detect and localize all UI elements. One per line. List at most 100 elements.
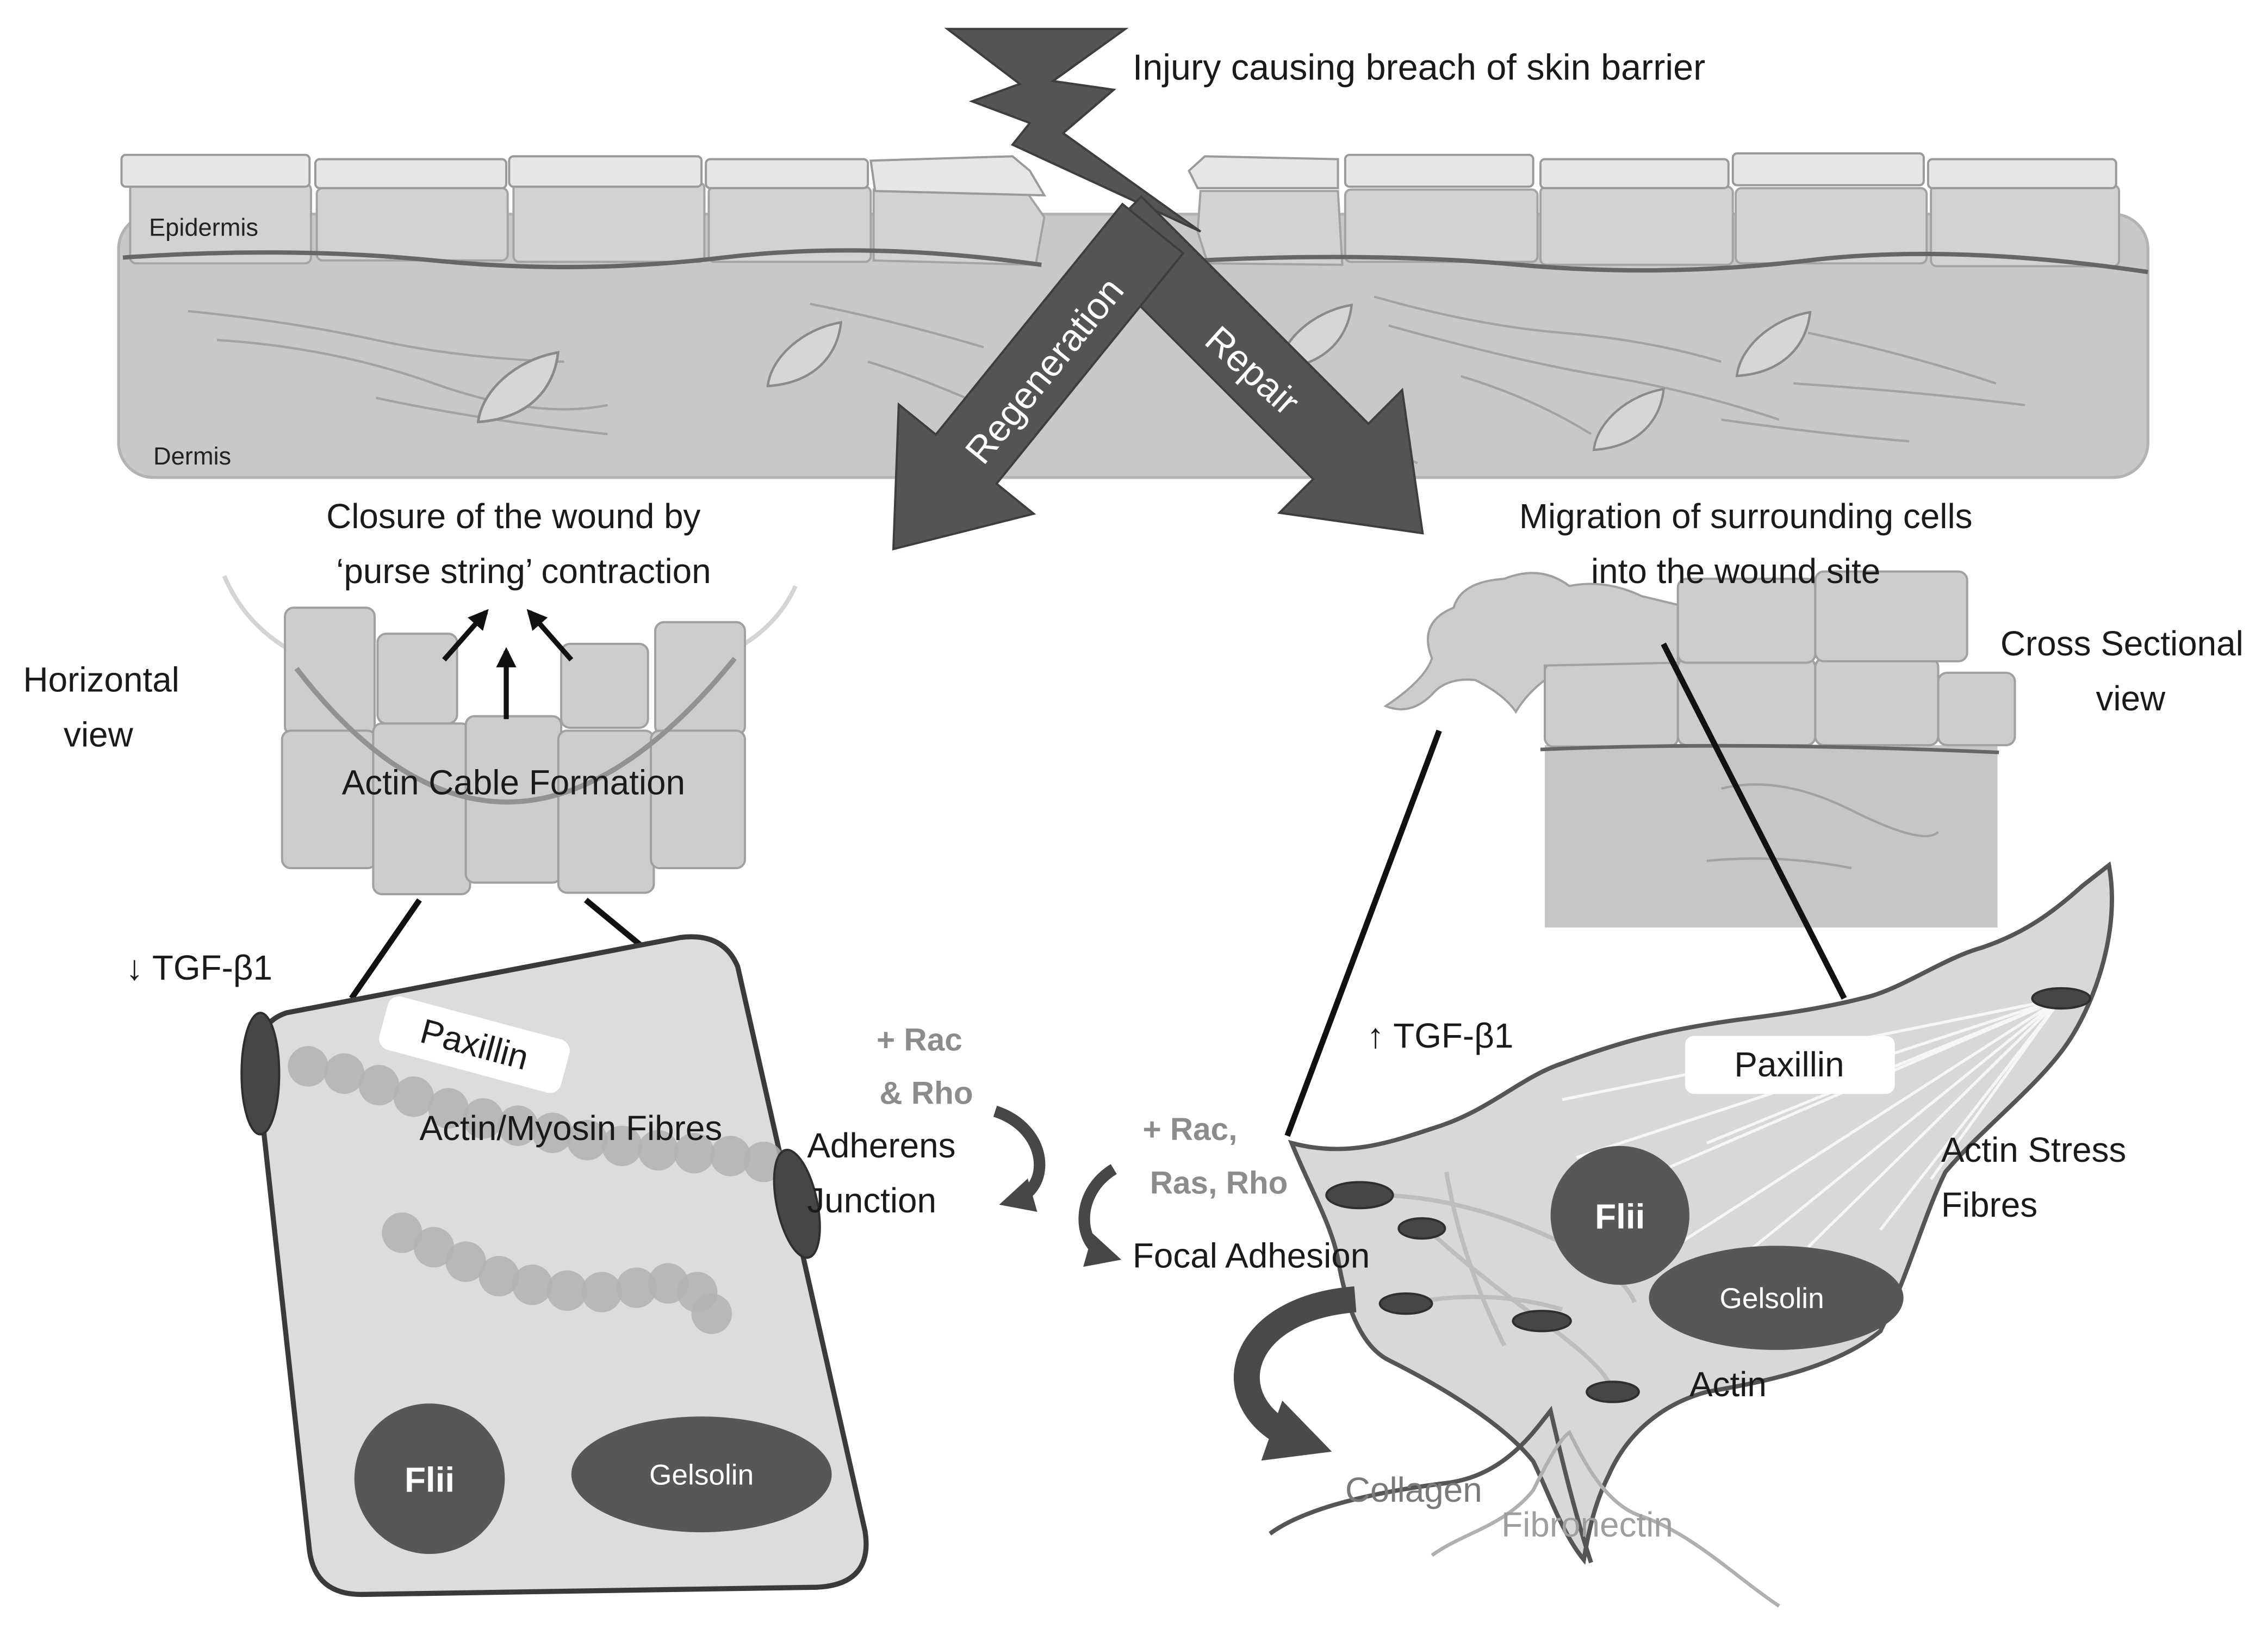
stress-fibre — [1735, 997, 2062, 1263]
adherens-junction — [240, 1012, 281, 1136]
focal-adhesion — [1512, 1310, 1572, 1333]
epidermis-cell — [1927, 158, 2117, 189]
actin-myosin-bead — [638, 1130, 679, 1171]
gelsolin-protein-right — [1649, 1246, 1904, 1350]
keratinocyte — [1814, 657, 1940, 746]
fibroblast-cell — [1735, 311, 1812, 377]
stress-fibre — [1879, 997, 2062, 1231]
repair-heading-line2: into the wound site — [1591, 552, 1880, 591]
focal-adhesion — [1586, 1380, 1640, 1403]
fibroblast-cell — [476, 351, 560, 424]
actin-myosin-bead — [498, 1105, 538, 1146]
dermal-fibre — [216, 339, 608, 411]
epidermis-cell — [1344, 188, 1539, 263]
focal-adhesion — [1378, 1292, 1433, 1315]
dermal-fibre — [1461, 375, 1592, 435]
stress-fibre — [1677, 997, 2062, 1246]
fibronectin-label: Fibronectin — [1501, 1505, 1673, 1544]
gelsolin-label-left: Gelsolin — [649, 1459, 754, 1491]
adherens-junction-label-line1: Adherens — [807, 1126, 955, 1165]
signal-curved-arrow — [993, 1105, 1046, 1212]
wound-edge-cell — [869, 155, 1047, 197]
dermal-fibre — [1807, 331, 1997, 385]
regeneration-heading-line2: ‘purse string’ contraction — [336, 552, 711, 591]
paxillin-badge — [1685, 1036, 1895, 1094]
actin-myosin-bead — [428, 1088, 469, 1129]
epidermis-cell — [512, 181, 706, 263]
dermal-fibre — [188, 309, 564, 363]
cross-section-cells — [1383, 570, 2016, 748]
migrating-cell-detail — [1288, 861, 2114, 1565]
epidermis-cell — [1344, 153, 1534, 188]
keratinocyte — [372, 722, 471, 895]
keratinocyte — [376, 633, 458, 725]
actin-stress-fibres-label-line1: Actin Stress — [1941, 1130, 2127, 1169]
actin-myosin-bead — [463, 1098, 504, 1139]
actin-myosin-bead — [445, 1241, 486, 1282]
basement-membrane — [122, 248, 1042, 269]
epidermis-cell — [1539, 185, 1734, 266]
keratinocyte — [1814, 570, 1968, 662]
rac-rho-label-line2: & Rho — [879, 1076, 973, 1111]
cross-sectional-view-line1: Cross Sectional — [2000, 624, 2244, 663]
fibroblast-cell — [766, 321, 843, 388]
dermal-fibre — [1374, 295, 1722, 363]
gelsolin-label-right: Gelsolin — [1720, 1283, 1824, 1315]
keratinocyte — [560, 642, 649, 729]
flii-label-left: Flii — [405, 1460, 455, 1500]
tgf-decrease-label: ↓ TGF-β1 — [126, 948, 272, 987]
repair-panel: Migration of surrounding cells into the … — [1078, 497, 2244, 1608]
actin-myosin-bead — [393, 1076, 434, 1117]
epidermis-cell — [1539, 158, 1730, 189]
epidermis-label: Epidermis — [149, 214, 258, 241]
dermal-fibre — [810, 302, 984, 349]
cross-sectional-view-line2: view — [2096, 679, 2166, 718]
actin-myosin-bead — [512, 1264, 553, 1305]
regeneration-arrow — [892, 202, 1185, 551]
dermal-fibre — [1388, 324, 1780, 421]
flii-label-right: Flii — [1595, 1197, 1645, 1236]
zoom-line — [1284, 729, 1442, 1137]
paxillin-label-right: Paxillin — [1734, 1045, 1844, 1084]
keratinocyte — [1676, 578, 1817, 664]
flii-protein-right — [1550, 1145, 1689, 1285]
rac-ras-rho-label-line1: + Rac, — [1142, 1112, 1237, 1147]
actin-myosin-bead — [710, 1136, 751, 1176]
contraction-arrow — [442, 609, 489, 662]
regeneration-arrow-shape — [892, 202, 1185, 551]
actin-myosin-bead — [691, 1293, 732, 1334]
paxillin-badge — [379, 996, 570, 1093]
focal-adhesion — [1325, 1181, 1394, 1210]
adherens-junction — [773, 1149, 821, 1259]
actin-myosin-bead — [413, 1227, 455, 1268]
actin-myosin-bead — [601, 1125, 643, 1167]
lightning-bolt-icon — [944, 28, 1202, 233]
rac-rho-label-line1: + Rac — [877, 1022, 962, 1057]
injury-label: Injury causing breach of skin barrier — [1133, 47, 1705, 88]
rac-ras-rho-label-line2: Ras, Rho — [1150, 1166, 1288, 1201]
epidermis-cell — [705, 158, 869, 189]
basement-membrane — [1200, 251, 2148, 275]
dermis-label: Dermis — [153, 442, 231, 470]
stress-fibre — [1807, 997, 2062, 1248]
keratinocyte — [654, 621, 746, 736]
dermal-fibre — [1793, 382, 2025, 406]
keratinocyte — [1543, 661, 1679, 748]
actin-myosin-bead — [567, 1119, 608, 1161]
focal-adhesions — [1325, 987, 2091, 1403]
gelsolin-protein-left — [571, 1416, 832, 1533]
actin-myosin-bead — [616, 1267, 657, 1308]
actin-cable-label: Actin Cable Formation — [342, 763, 685, 802]
skin-cross-section: Epidermis Dermis — [117, 152, 2149, 479]
keratinocyte — [1937, 671, 2016, 746]
collagen-label: Collagen — [1345, 1470, 1482, 1509]
migrating-cell — [1383, 572, 1679, 714]
regeneration-heading-line1: Closure of the wound by — [326, 497, 700, 536]
dermal-fibre — [1706, 857, 1852, 870]
epidermis-cell — [315, 187, 509, 262]
actin-bundle — [1444, 1172, 1507, 1347]
actin-cable — [294, 657, 737, 805]
actin-myosin-bead — [479, 1256, 519, 1297]
repair-heading-line1: Migration of surrounding cells — [1519, 497, 1973, 536]
focal-adhesion-label: Focal Adhesion — [1133, 1236, 1370, 1275]
